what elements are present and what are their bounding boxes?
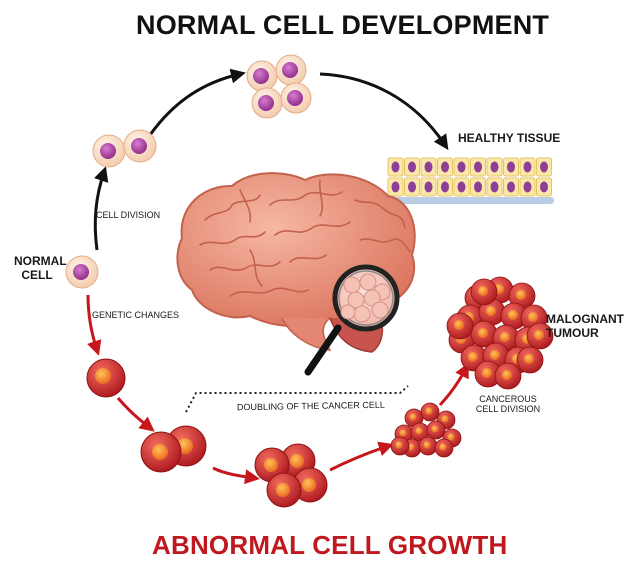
cancer-cell-cluster — [390, 402, 462, 458]
label-normal-cell-line1: NORMAL — [14, 254, 67, 268]
arrow-cancer-to-double — [116, 397, 155, 432]
dividing-cells — [92, 129, 157, 168]
healthy-tissue — [386, 157, 554, 204]
malignant-tumour — [446, 276, 554, 390]
normal-path-arrows — [93, 68, 449, 251]
normal-cell-group — [246, 54, 312, 119]
abnormal-path-arrows — [86, 294, 469, 485]
label-healthy-tissue: HEALTHY TISSUE — [458, 131, 561, 145]
title-abnormal-growth: ABNORMAL CELL GROWTH — [152, 530, 508, 560]
arrow-normal-to-cancer — [86, 294, 102, 356]
arrow-division-to-group — [148, 68, 246, 136]
title-normal-development: NORMAL CELL DEVELOPMENT — [136, 10, 550, 40]
arrow-four-to-cluster — [329, 441, 394, 472]
label-cell-division: CELL DIVISION — [96, 210, 161, 220]
label-normal-cell: NORMAL CELL — [14, 254, 67, 283]
arrow-group-to-tissue — [319, 72, 449, 150]
label-tumour: MALOGNANT TUMOUR — [546, 312, 624, 341]
normal-cell — [65, 255, 99, 289]
doubling-bracket — [185, 385, 409, 413]
arrow-cluster-to-tumour — [438, 362, 469, 407]
label-normal-cell-line2: CELL — [21, 267, 53, 282]
doubled-cancer-cells — [140, 425, 207, 473]
label-tumour-line2: TUMOUR — [546, 325, 599, 340]
label-genetic-changes: GENETIC CHANGES — [92, 310, 180, 320]
arrow-normal-to-division — [93, 166, 109, 251]
label-tumour-line1: MALOGNANT — [546, 312, 624, 326]
label-cancerous-line2: CELL DIVISION — [475, 404, 541, 415]
label-cancerous-division: CANCEROUS CELL DIVISION — [473, 394, 543, 415]
label-cancerous-line1: CANCEROUS — [479, 394, 537, 404]
cancer-cell — [86, 358, 126, 398]
four-cancer-cells — [254, 443, 328, 508]
magnifier-icon — [304, 264, 400, 376]
arrow-double-to-four — [212, 466, 260, 485]
